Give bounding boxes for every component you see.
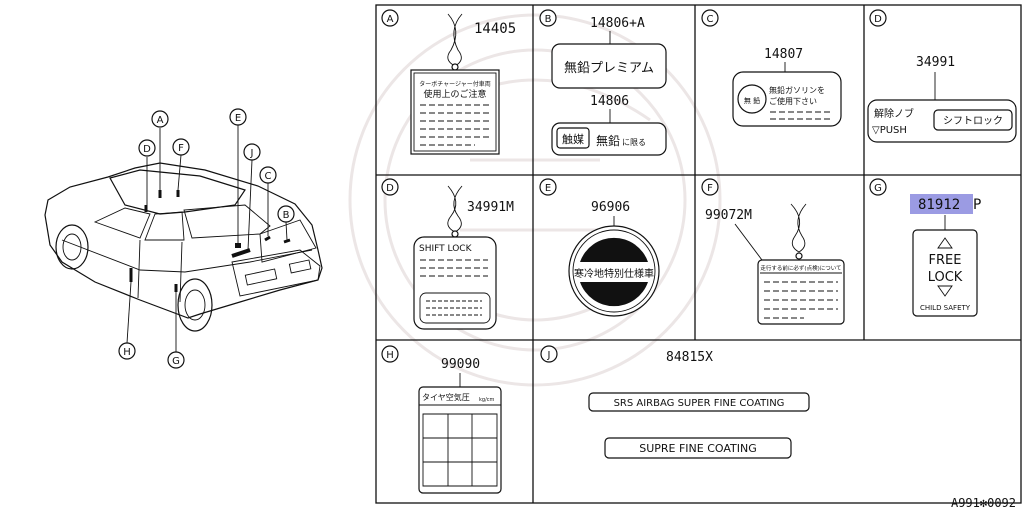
panel-j-part: 84815X: [666, 350, 713, 365]
panel-b-label2b: に限る: [622, 138, 646, 147]
panel-c: C 14807 無 鉛 無鉛ガソリンを ご使用下さい: [701, 9, 842, 127]
callout-g: G: [167, 351, 185, 369]
panel-e-letter: E: [545, 183, 551, 194]
svg-text:A: A: [157, 115, 164, 126]
car-illustration: [44, 125, 323, 352]
panel-f: F 99072M 走行する前に必ず(点検)について: [701, 178, 845, 325]
panel-d2-part: 34991M: [467, 200, 514, 215]
panel-b: B 14806+A 無鉛プレミアム 14806 触媒 無鉛 に限る: [539, 9, 667, 156]
panel-a-part: 14405: [474, 21, 516, 37]
panel-h-part: 99090: [441, 357, 480, 372]
panel-d1-line1: 解除ノブ: [874, 107, 914, 120]
panel-j: J 84815X SRS AIRBAG SUPER FINE COATING S…: [540, 345, 810, 459]
panel-f-part: 99072M: [705, 208, 752, 223]
panel-e: E 96906 寒冷地特別仕様車: [539, 178, 660, 317]
panel-g: G 81912 P FREE LOCK CHILD SAFETY: [869, 178, 981, 317]
panel-c-line2: ご使用下さい: [769, 96, 817, 106]
panel-j-letter: J: [547, 350, 551, 361]
panel-a: A 14405 ターボチャージャー付車両 使用上のご注意: [381, 9, 516, 155]
panel-d1-part: 34991: [916, 55, 955, 70]
callout-b: B: [277, 205, 295, 223]
panel-j-label1: SRS AIRBAG SUPER FINE COATING: [614, 398, 785, 409]
panel-b-badge: 触媒: [562, 132, 584, 146]
callout-d: D: [138, 139, 156, 157]
panel-h-letter: H: [386, 350, 394, 361]
panel-j-label2: SUPRE FINE COATING: [639, 442, 757, 455]
callout-f: F: [172, 138, 190, 156]
watermark-emblem: [348, 13, 722, 387]
panel-e-part: 96906: [591, 200, 630, 215]
panel-d2-letter: D: [386, 183, 394, 194]
label-grid: [375, 4, 1022, 504]
panel-e-text: 寒冷地特別仕様車: [574, 267, 654, 280]
part-number-highlight: [910, 194, 973, 214]
panel-d-knob: D 34991 解除ノブ ▽PUSH シフトロック: [867, 9, 1017, 143]
callout-a: A: [151, 110, 169, 128]
panel-g-line2: LOCK: [928, 270, 963, 285]
svg-text:F: F: [178, 143, 184, 154]
panel-d1-boxed: シフトロック: [943, 115, 1003, 127]
panel-h-title: タイヤ空気圧: [422, 392, 470, 402]
callout-e: E: [229, 108, 247, 126]
svg-text:E: E: [235, 113, 241, 124]
panel-g-letter: G: [874, 183, 882, 194]
panel-d-shift-lock: D 34991M SHIFT LOCK: [381, 178, 514, 330]
svg-text:J: J: [250, 148, 254, 159]
drawing-code: A991✻0092: [951, 496, 1016, 510]
panel-c-letter: C: [707, 14, 714, 25]
panel-b-letter: B: [545, 14, 552, 25]
panel-b-part2: 14806: [590, 94, 629, 109]
panel-c-seal: 無 鉛: [744, 96, 760, 105]
panel-h: H 99090 タイヤ空気圧 kg/cm: [381, 345, 502, 494]
panel-g-line1: FREE: [929, 253, 962, 268]
callout-h: H: [118, 342, 136, 360]
svg-text:H: H: [123, 347, 131, 358]
svg-text:G: G: [172, 356, 180, 367]
callout-c: C: [259, 166, 277, 184]
panel-a-letter: A: [387, 14, 394, 25]
panel-d1-line2: ▽PUSH: [872, 125, 907, 136]
panel-d2-title: SHIFT LOCK: [419, 244, 473, 254]
svg-text:D: D: [143, 144, 151, 155]
panel-b-label2a: 無鉛: [596, 133, 620, 148]
panel-h-unit: kg/cm: [479, 397, 495, 403]
panel-f-title: 走行する前に必ず(点検)について: [760, 264, 841, 272]
callout-j: J: [243, 143, 261, 161]
car-callouts: A D F E J C B H G: [118, 108, 295, 369]
panel-g-part: 81912: [918, 197, 960, 213]
panel-c-part: 14807: [764, 47, 803, 62]
panel-a-line1: ターボチャージャー付車両: [419, 80, 491, 88]
panel-b-label1: 無鉛プレミアム: [564, 61, 654, 76]
panel-f-letter: F: [707, 183, 713, 194]
panel-g-suffix: P: [973, 197, 981, 213]
svg-text:C: C: [265, 171, 272, 182]
panel-b-part1: 14806+A: [590, 16, 645, 31]
svg-text:B: B: [283, 210, 290, 221]
panel-a-line2: 使用上のご注意: [423, 88, 486, 100]
panel-g-line3: CHILD SAFETY: [920, 304, 971, 312]
panel-c-line1: 無鉛ガソリンを: [769, 85, 825, 95]
panel-d1-letter: D: [874, 14, 882, 25]
